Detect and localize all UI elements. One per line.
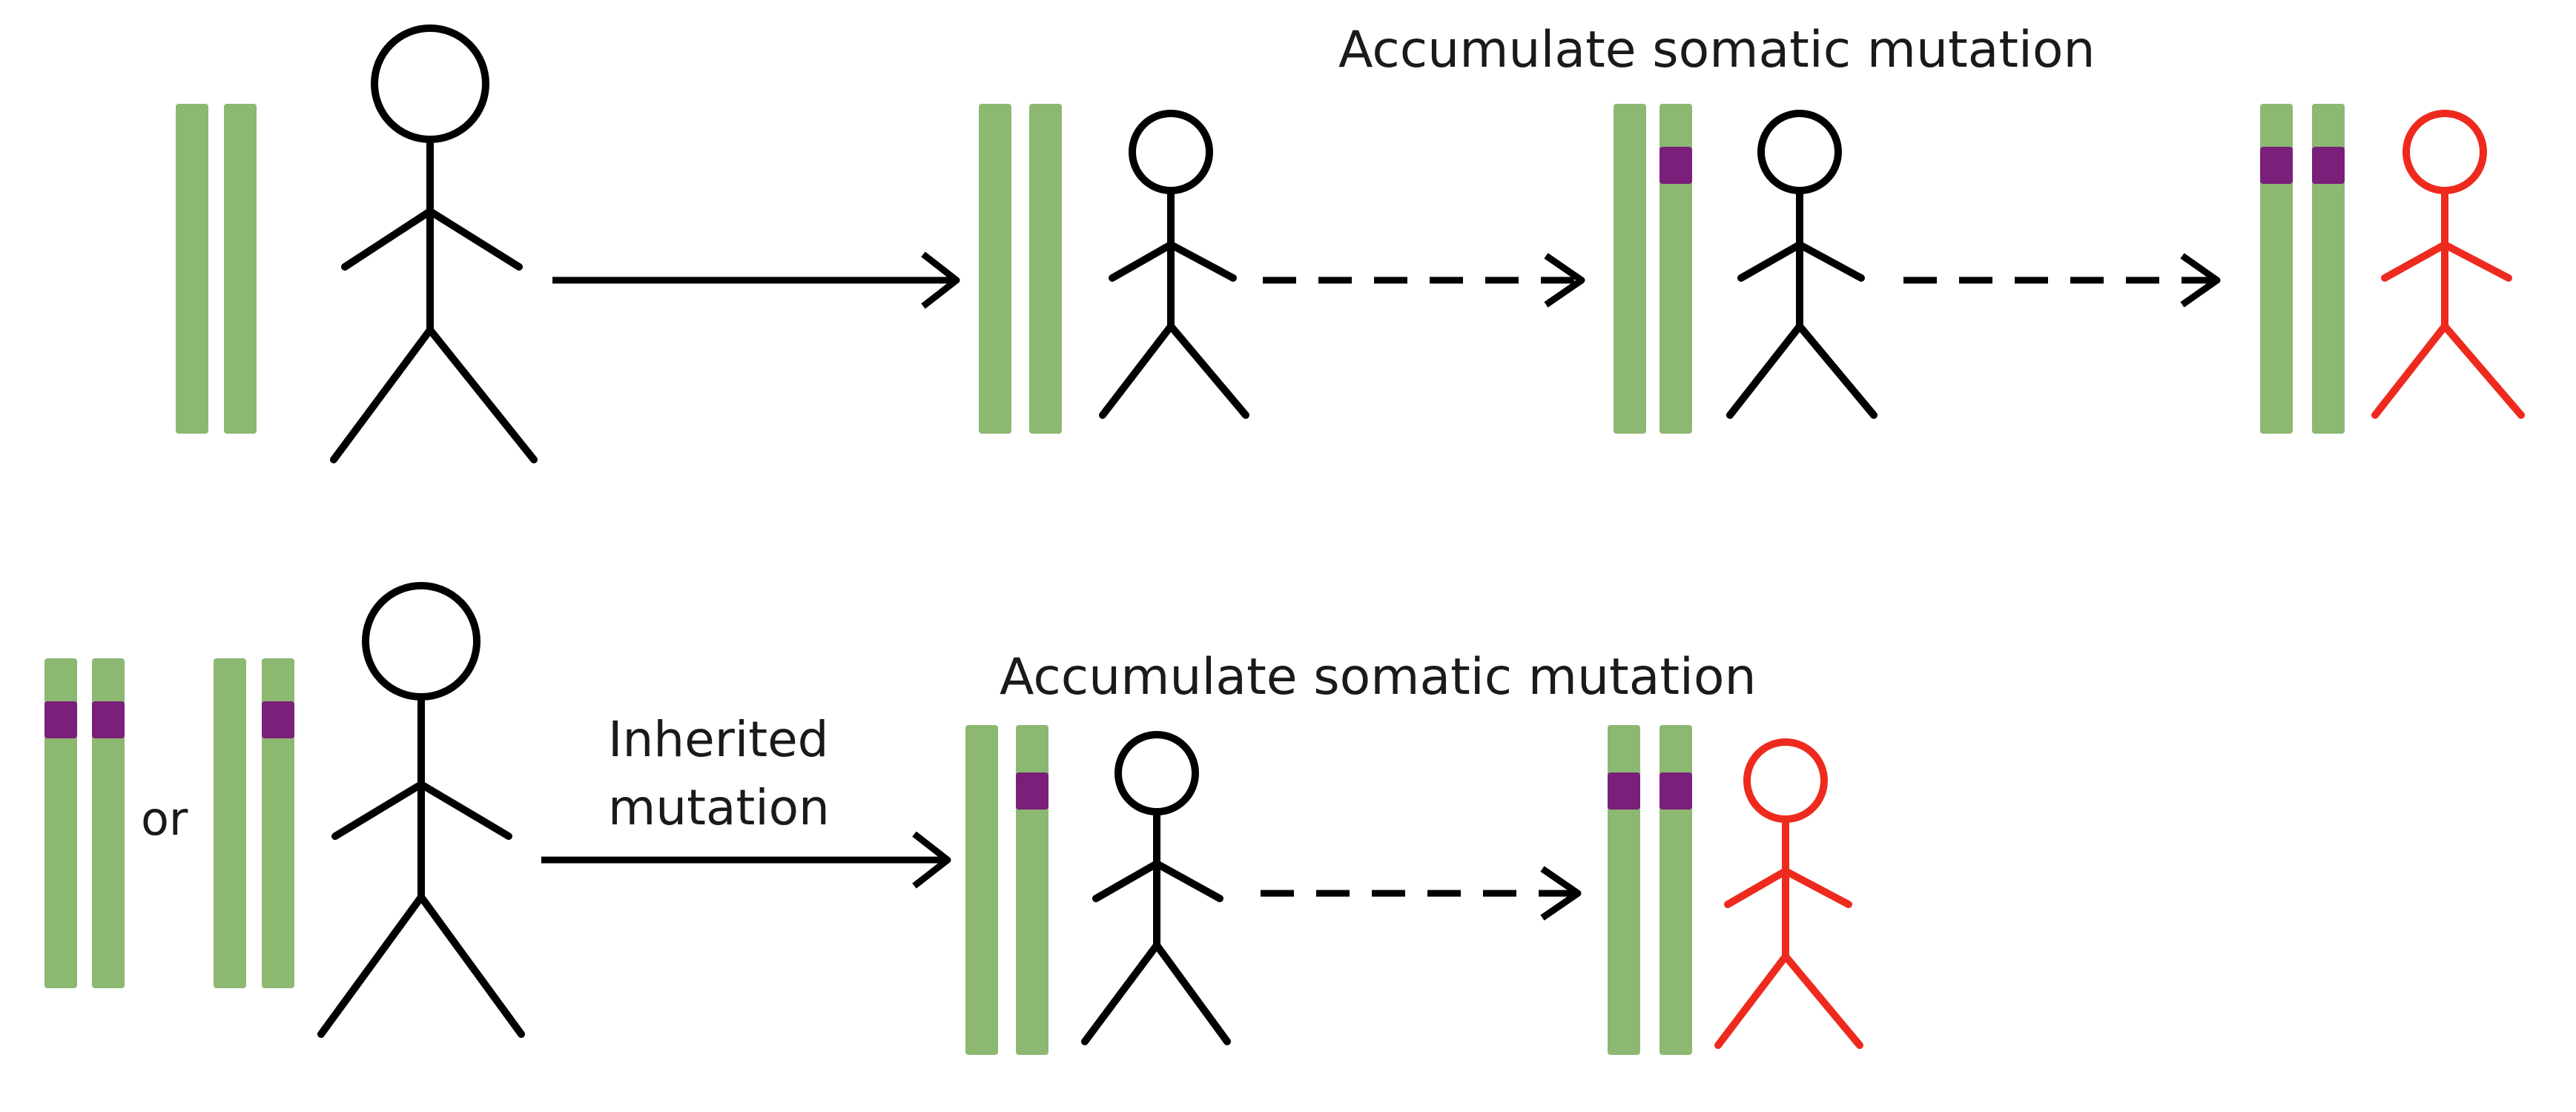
mutation-band bbox=[1659, 772, 1692, 810]
top-solid-arrow bbox=[552, 251, 960, 309]
top-stage3-chromosome-pair bbox=[1614, 104, 1692, 434]
chromosome bbox=[92, 658, 125, 988]
top-stage2-chromosome-pair bbox=[979, 104, 1062, 434]
mutation-band bbox=[1016, 772, 1048, 810]
inherited-mutation-line1: Inherited bbox=[608, 711, 829, 768]
bottom-solid-arrow bbox=[541, 831, 951, 889]
mutation-band bbox=[2312, 147, 2345, 184]
bottom-stage2-chromosome-pair bbox=[965, 725, 1048, 1055]
mutation-band bbox=[92, 701, 125, 738]
accumulate-somatic-mutation-label-bottom: Accumulate somatic mutation bbox=[1000, 648, 1757, 706]
chromosome bbox=[262, 658, 294, 988]
chromosome bbox=[44, 658, 77, 988]
bottom-dashed-arrow bbox=[1261, 866, 1582, 921]
chromosome bbox=[1029, 104, 1062, 434]
chromosome bbox=[965, 725, 998, 1055]
top-stage1-chromosome-pair bbox=[176, 104, 257, 434]
bottom-inherited-pair-one-mutated bbox=[214, 658, 294, 988]
inherited-mutation-line2: mutation bbox=[608, 779, 830, 836]
or-label: or bbox=[141, 792, 188, 846]
mutation-band bbox=[1659, 147, 1692, 184]
top-stage4-affected-person-figure bbox=[2371, 110, 2525, 419]
inherited-mutation-label: Inherited mutation bbox=[608, 706, 830, 842]
accumulate-somatic-mutation-label-top: Accumulate somatic mutation bbox=[1338, 21, 2096, 79]
mutation-band bbox=[262, 701, 294, 738]
top-stage1-person-figure bbox=[330, 24, 538, 463]
bottom-stage3-chromosome-pair bbox=[1608, 725, 1692, 1055]
chromosome bbox=[176, 104, 208, 434]
top-dashed-arrow-2 bbox=[1903, 253, 2221, 308]
top-stage3-person-figure bbox=[1726, 110, 1877, 419]
chromosome bbox=[214, 658, 246, 988]
mutation-band bbox=[2260, 147, 2293, 184]
chromosome bbox=[224, 104, 257, 434]
chromosome bbox=[979, 104, 1011, 434]
chromosome bbox=[2260, 104, 2293, 434]
top-stage4-chromosome-pair bbox=[2260, 104, 2345, 434]
mutation-band bbox=[44, 701, 77, 738]
top-dashed-arrow-1 bbox=[1263, 253, 1585, 308]
chromosome bbox=[2312, 104, 2345, 434]
chromosome bbox=[1614, 104, 1646, 434]
top-stage2-person-figure bbox=[1099, 110, 1249, 419]
mutation-band bbox=[1608, 772, 1640, 810]
bottom-stage2-person-figure bbox=[1081, 731, 1231, 1045]
chromosome bbox=[1659, 104, 1692, 434]
bottom-stage1-person-figure bbox=[317, 582, 525, 1038]
bottom-inherited-pair-both-mutated bbox=[44, 658, 125, 988]
bottom-stage3-affected-person-figure bbox=[1714, 738, 1863, 1049]
